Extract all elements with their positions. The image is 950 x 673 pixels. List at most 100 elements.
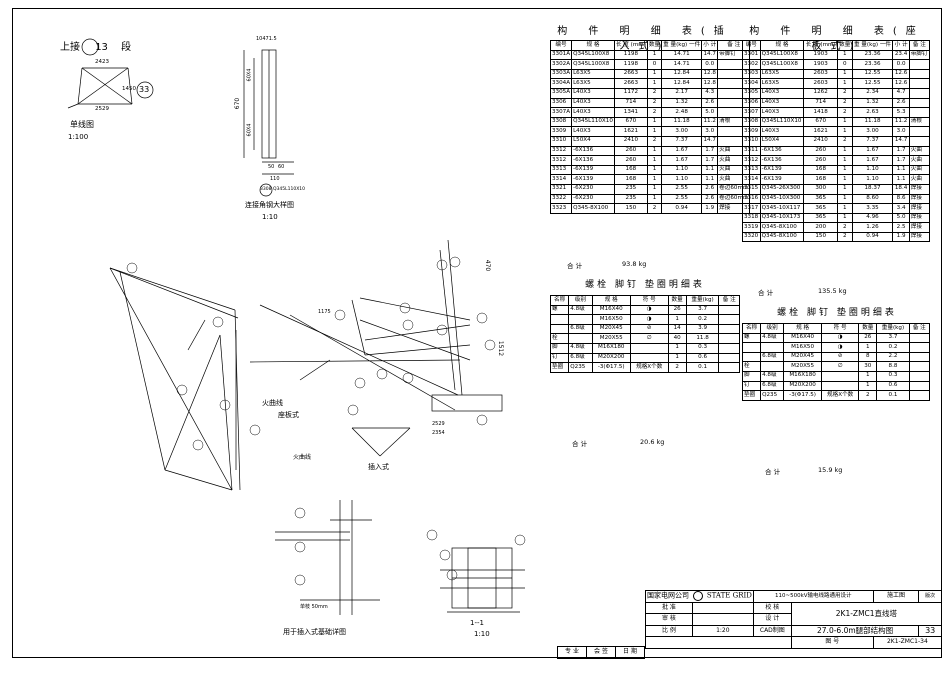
table-cell: 1 [667, 314, 687, 325]
table-cell: 3312 [742, 155, 761, 166]
stage-small: 版次 [918, 590, 942, 603]
table-cell [718, 352, 740, 364]
table-cell: 1.7 [892, 145, 910, 157]
table-cell: 0.0 [892, 59, 910, 70]
table-cell: 714 [613, 97, 648, 109]
table-cell: 3308 [742, 116, 761, 128]
circle-number: 33 [139, 85, 150, 94]
table-cell: 2603 [803, 68, 839, 80]
angle-dim-length: 670 [234, 97, 242, 110]
col-grade: 级别 [568, 295, 593, 306]
table-cell: 2 [837, 107, 853, 118]
table-cell: 1.1 [892, 164, 910, 176]
table-cell: 3310 [742, 135, 761, 147]
col-length: 长 度 (mm) [613, 40, 648, 51]
table-cell: 4.8级 [760, 332, 785, 344]
table-cell: 6.8级 [760, 351, 785, 363]
table-cell: 1 [837, 212, 853, 224]
table-cell: 1 [837, 155, 853, 166]
table-cell: 12.84 [661, 78, 703, 89]
table-cell [908, 126, 931, 137]
drawing-sheet [12, 8, 942, 658]
table-cell: 1 [837, 126, 853, 137]
table-cell [760, 361, 785, 372]
table-cell: 1.26 [851, 222, 894, 233]
table-cell: 2.55 [661, 183, 703, 195]
table-cell: 18.37 [851, 183, 894, 195]
table-cell: L40X3 [759, 126, 805, 137]
col-symbol: 符 号 [629, 295, 669, 306]
table-cell: 4.96 [851, 212, 894, 224]
table-cell [908, 97, 931, 109]
table-cell: 260 [613, 145, 648, 157]
table-cell: 火曲 [908, 164, 931, 176]
segment-number: 13 [95, 42, 108, 53]
table-cell: 2.5 [892, 222, 910, 233]
table-cell: 5.0 [892, 212, 910, 224]
review-label: 校 核 [752, 601, 792, 614]
table-cell: 3313 [742, 164, 761, 176]
table-cell: 3317 [742, 203, 761, 214]
table-cell: 火曲 [908, 145, 931, 157]
table-cell: 带脚钉 [908, 49, 931, 61]
insert-bolt-total-value: 20.6 kg [640, 438, 665, 446]
stage-label: 施工图 [872, 590, 920, 603]
table-cell: Q235 [568, 362, 593, 373]
upper-segment-label: 上接 13 段 [60, 38, 131, 53]
insert-bolt-total-label: 合 计 [572, 440, 588, 448]
table-cell: 1 [837, 174, 853, 185]
table-cell: 1 [858, 370, 878, 382]
seat-bolt-title: 螺栓 脚钉 垫圈明细表 [777, 308, 897, 318]
table-cell: 1.1 [701, 174, 719, 185]
table-cell: 1198 [613, 59, 648, 70]
table-cell: 235 [613, 183, 648, 195]
table-cell: 1198 [613, 49, 648, 61]
table-cell [741, 342, 762, 353]
table-cell: 2 [837, 87, 853, 99]
table-cell: 1 [646, 164, 663, 176]
table-cell: 3308 [549, 116, 573, 128]
table-cell: 3302 [742, 59, 761, 70]
table-cell: M16X50 [591, 314, 631, 325]
part-circles [126, 256, 526, 586]
state-grid-logo-icon [692, 591, 703, 602]
table-cell: 714 [803, 97, 839, 109]
table-cell: 螺 [741, 332, 762, 344]
table-cell: Q345-8X100 [571, 203, 615, 214]
table-cell [718, 342, 740, 354]
table-cell: 3.7 [685, 304, 720, 316]
table-cell: 1418 [803, 107, 839, 118]
table-cell: 3303A [549, 68, 573, 80]
table-cell: -6X136 [571, 145, 615, 157]
table-cell: 3307A [549, 107, 573, 118]
table-cell: 1.32 [851, 97, 894, 109]
table-cell: 螺 [549, 304, 570, 316]
table-cell: 23.36 [851, 49, 894, 61]
table-cell [821, 380, 860, 392]
table-cell: L40X3 [759, 87, 805, 99]
table-cell: 12.55 [851, 78, 894, 89]
table-cell: 3314 [742, 174, 761, 185]
table-cell: 260 [613, 155, 648, 166]
table-cell: 365 [803, 212, 839, 224]
upper-connect-text: 上接 [60, 42, 80, 53]
table-cell: 168 [613, 164, 648, 176]
table-cell: 2 [837, 222, 853, 233]
col-qty: 数量 [667, 295, 687, 306]
table-cell: -6X139 [759, 174, 805, 185]
table-cell: Q345L110X10 [759, 116, 805, 128]
table-cell: 3315 [742, 183, 761, 195]
seat-bolt-total-value: 15.9 kg [818, 466, 843, 474]
table-cell: -6X139 [571, 174, 615, 185]
